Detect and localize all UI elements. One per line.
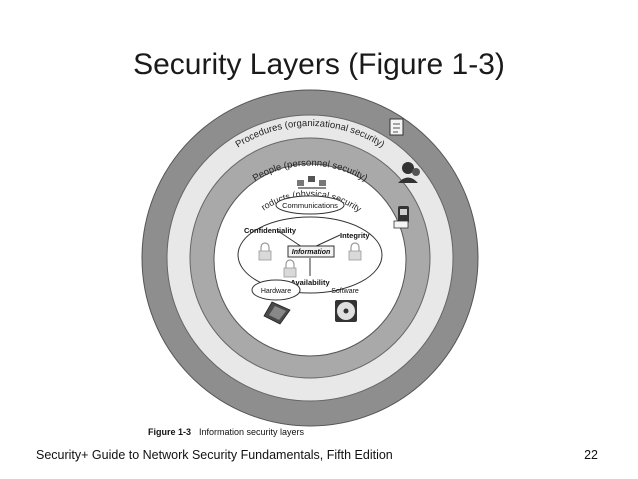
security-layers-diagram: Procedures (organizational security) Peo… — [137, 80, 479, 427]
communications-label: Communications — [282, 201, 338, 210]
lock-icon — [348, 242, 362, 261]
software-label: Software — [331, 288, 359, 295]
information-box — [287, 245, 335, 258]
triad-ellipse — [237, 216, 383, 294]
lock-icon — [258, 242, 272, 261]
slide-footer: Security+ Guide to Network Security Fund… — [36, 448, 393, 462]
hardware-ellipse — [251, 279, 301, 301]
security-layers-figure: Procedures (organizational security) Peo… — [137, 80, 480, 428]
integrity-label: Integrity — [340, 231, 370, 240]
chip-icon — [263, 301, 291, 325]
page-number: 22 — [584, 448, 598, 462]
figure-caption-text: Information security layers — [199, 427, 305, 437]
lock-icon — [283, 259, 297, 278]
disc-icon — [335, 300, 357, 322]
figure-caption: Figure 1-3 Information security layers — [148, 427, 304, 437]
people-icon — [398, 162, 420, 183]
network-icon — [297, 176, 326, 189]
communications-ellipse — [275, 195, 345, 215]
slide-title: Security Layers (Figure 1-3) — [133, 48, 505, 81]
phone-keycard-icon — [393, 206, 409, 229]
document-icon — [389, 118, 404, 136]
availability-label: Availability — [290, 278, 330, 287]
figure-number: Figure 1-3 — [148, 427, 192, 437]
information-label: Information — [292, 249, 331, 256]
hardware-label: Hardware — [261, 288, 291, 295]
confidentiality-label: Confidentiality — [244, 226, 297, 235]
